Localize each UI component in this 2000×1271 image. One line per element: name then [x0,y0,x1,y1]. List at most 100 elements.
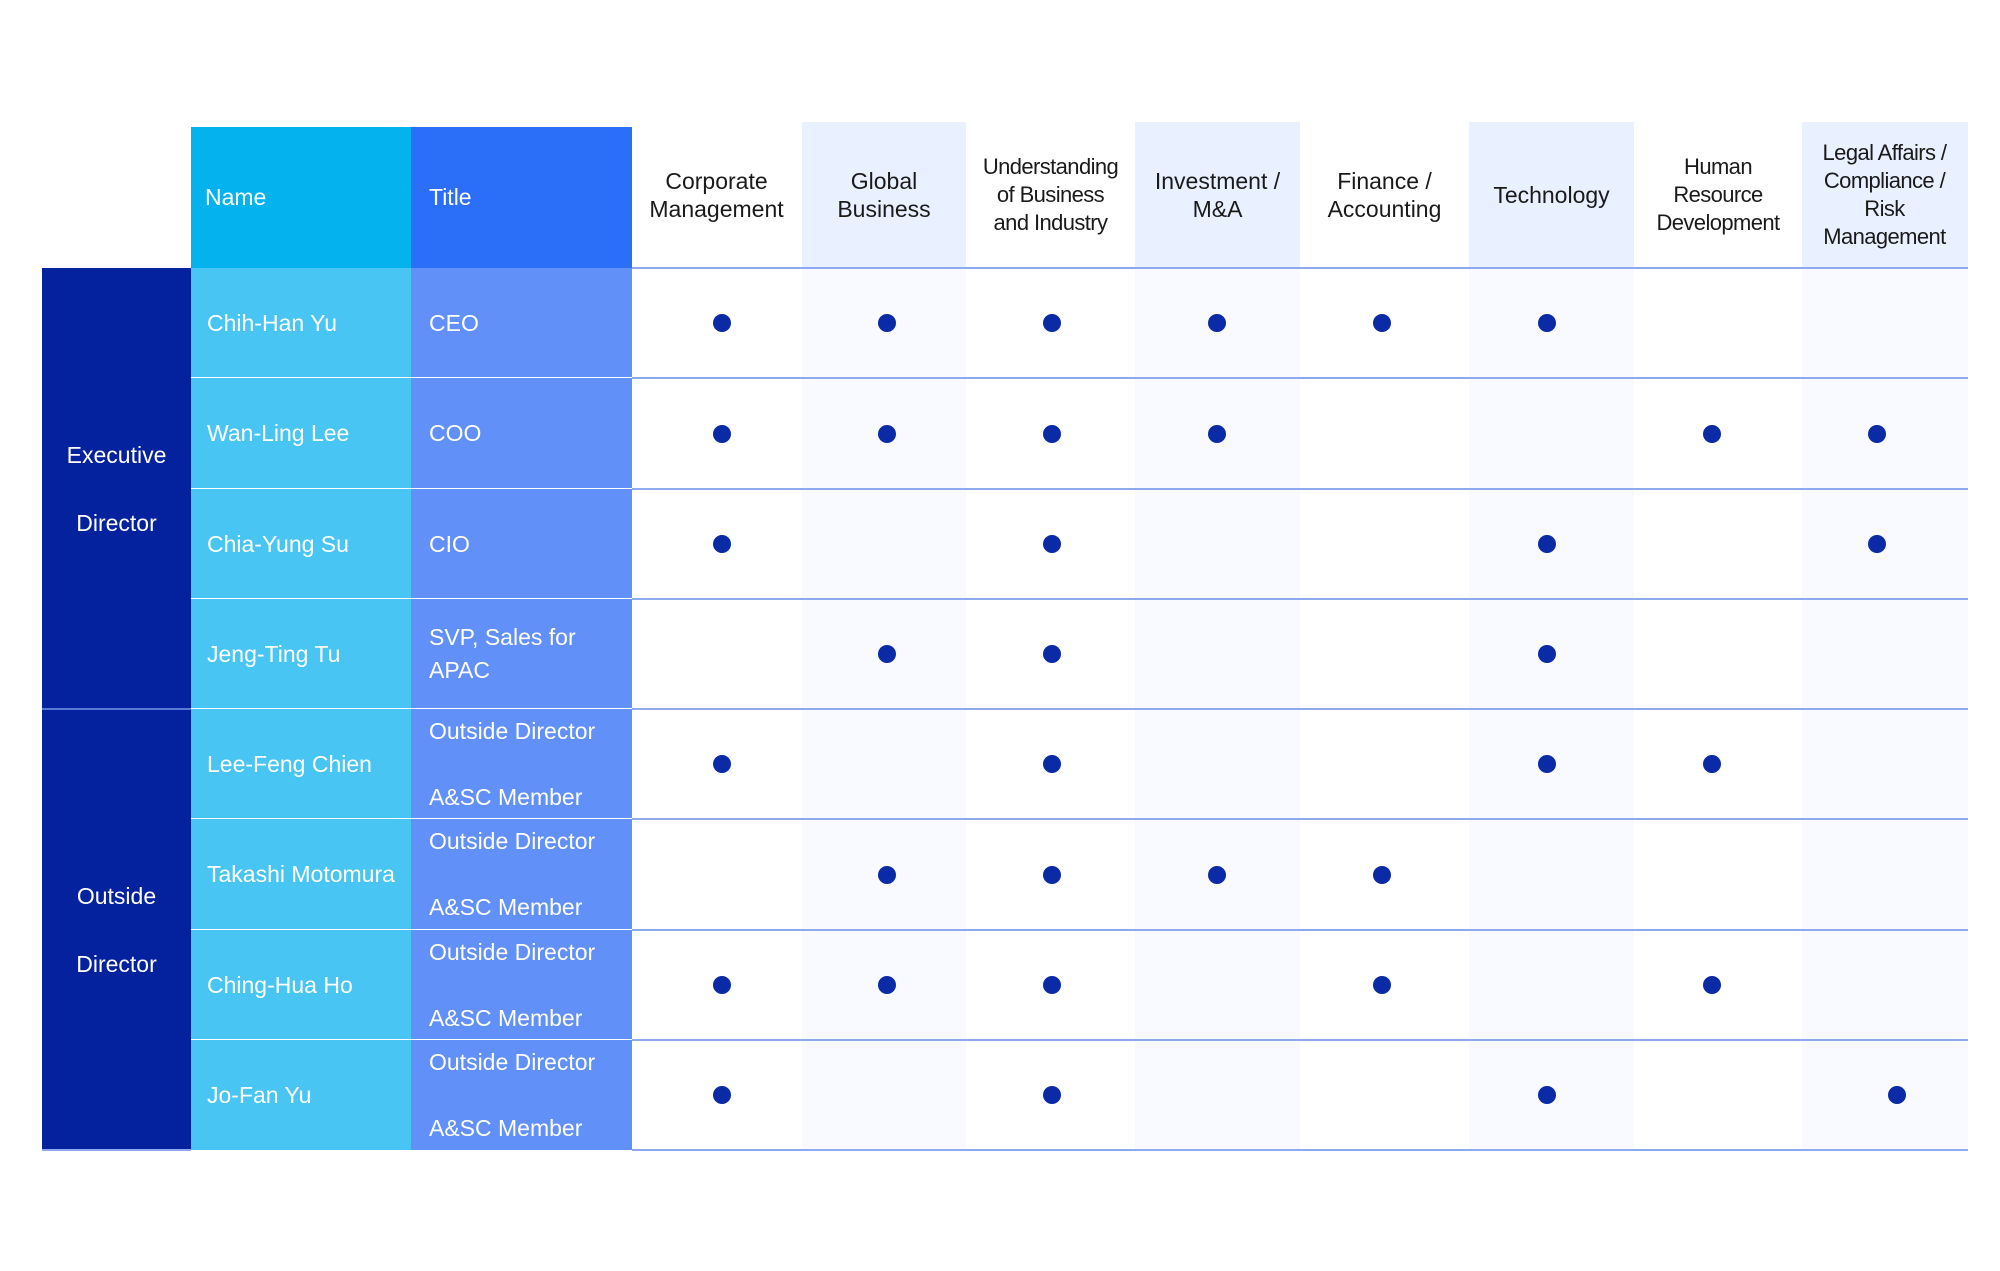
row-divider [632,1149,1968,1151]
skill-header-line: Resource [1673,182,1763,207]
skill-header-line: Business [837,196,931,222]
skill-dot [1043,755,1061,773]
director-name: Takashi Motomura [191,819,411,930]
row-divider [632,1039,1968,1041]
skill-dot [1538,535,1556,553]
skill-dot [1043,535,1061,553]
director-name: Lee-Feng Chien [191,709,411,819]
skill-header-line: of Business [996,182,1105,207]
skill-dot [1208,424,1226,443]
director-title-line: Outside Director [429,1048,596,1075]
skill-dot [713,424,731,443]
skill-dot [713,976,731,994]
director-title-line: COO [429,420,482,446]
skill-header-line: and Industry [993,210,1108,235]
director-title-text: CEO [429,307,479,340]
skill-header-line: Global [850,168,918,194]
skill-dot [1043,1086,1061,1104]
director-name: Jo-Fan Yu [191,1040,411,1150]
skill-dot [1208,865,1226,884]
skill-header-line: Investment / [1154,168,1281,194]
skill-header-line: Management [1823,224,1946,249]
skill-dot [1888,1086,1906,1104]
director-title-line: CEO [429,309,479,336]
skill-dot [1868,535,1886,553]
skill-dot [1538,1086,1556,1104]
director-title-text: SVP, Sales for APAC [429,621,632,687]
row-divider [632,598,1968,600]
director-title: CIO [411,489,632,599]
skill-column-header: Finance /Accounting [1301,122,1468,268]
skill-header-line: Human [1684,154,1753,179]
column-divider [1300,122,1302,1150]
skill-dot [1538,755,1556,773]
column-divider [1800,122,1802,1150]
director-title: SVP, Sales for APAC [411,599,632,709]
row-divider [632,708,1968,710]
skill-dot [1043,314,1061,332]
skill-dot [1373,976,1391,994]
skill-dot [878,424,896,443]
director-group-line: Executive [66,441,167,468]
director-group-line: Outside [76,882,157,909]
skill-dot [1538,645,1556,663]
skill-dot [713,1086,731,1104]
director-title-line: Outside Director [429,938,596,965]
director-title-text: CIO [429,528,470,561]
director-title-line: A&SC Member [429,894,583,920]
skill-header-line: Understanding [982,154,1119,179]
column-divider [800,122,802,1150]
title-column-header: Title [411,127,632,268]
director-title-line: SVP, Sales for APAC [429,624,576,683]
skill-header-line: Technology [1493,182,1610,208]
name-column-header: Name [191,127,411,268]
director-name: Ching-Hua Ho [191,930,411,1040]
skill-dot [1043,645,1061,663]
skill-header-line: Compliance / [1823,168,1946,193]
skill-dot [1538,314,1556,332]
director-name: Chih-Han Yu [191,268,411,378]
skill-dot [713,755,731,773]
skill-column-header: Technology [1468,122,1635,268]
skill-header-line: Finance / [1337,168,1432,194]
skill-dot [1043,424,1061,443]
director-title: CEO [411,268,632,378]
skill-header-label: Finance /Accounting [1328,167,1442,223]
row-divider [632,818,1968,820]
skill-header-label: Investment /M&A [1155,167,1280,223]
director-title-text: COO [429,417,481,450]
skill-dot [1373,865,1391,884]
group-divider [42,708,191,710]
director-title-line: A&SC Member [429,1114,583,1141]
director-title-line: CIO [429,530,470,557]
skill-dot [1043,976,1061,994]
column-divider [966,122,968,1150]
director-title-line: Outside Director [429,828,596,854]
skill-column-header: Understanding of Business and Industry [967,122,1134,268]
skill-dot [878,865,896,884]
skill-header-line: Legal Affairs / [1822,140,1948,165]
skill-dot [878,314,896,332]
director-group-line: Director [76,950,157,977]
skill-dot [1703,976,1721,994]
skill-dot [878,645,896,663]
director-title-line: A&SC Member [429,783,583,810]
director-title: COO [411,378,632,489]
skill-header-line: Risk [1864,196,1905,221]
skill-dot [1868,424,1886,443]
